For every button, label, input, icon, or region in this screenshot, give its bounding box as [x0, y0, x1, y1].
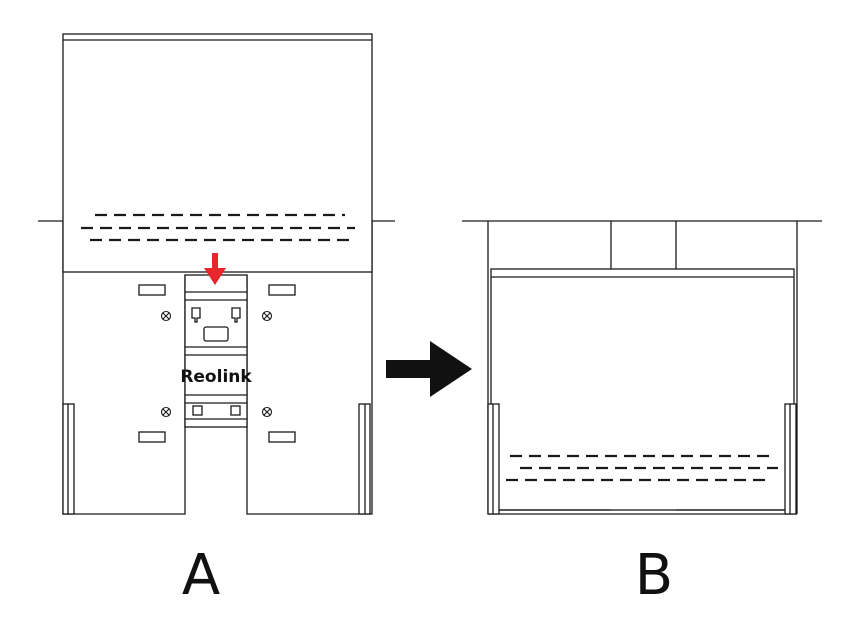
mounting-bracket [184, 274, 248, 428]
vent-slits [81, 213, 355, 242]
screw-icon [160, 406, 172, 418]
panel-a [38, 33, 395, 515]
back-plate [62, 221, 373, 515]
brand-text: Reolink [180, 367, 252, 387]
plate-slot [138, 284, 166, 296]
panel-label-a: A [181, 543, 221, 608]
screw-icon [160, 310, 172, 322]
vent-slits [506, 454, 778, 482]
arrow-down-icon [204, 253, 226, 285]
device-body [487, 268, 797, 515]
panel-b [462, 220, 822, 515]
arrow-right-icon [386, 341, 472, 397]
plate-slot [138, 431, 166, 443]
device-body [62, 33, 373, 273]
plate-slot [268, 284, 296, 296]
plate-slot [268, 431, 296, 443]
panel-label-b: B [634, 543, 674, 608]
screw-icon [261, 406, 273, 418]
screw-icon [261, 310, 273, 322]
